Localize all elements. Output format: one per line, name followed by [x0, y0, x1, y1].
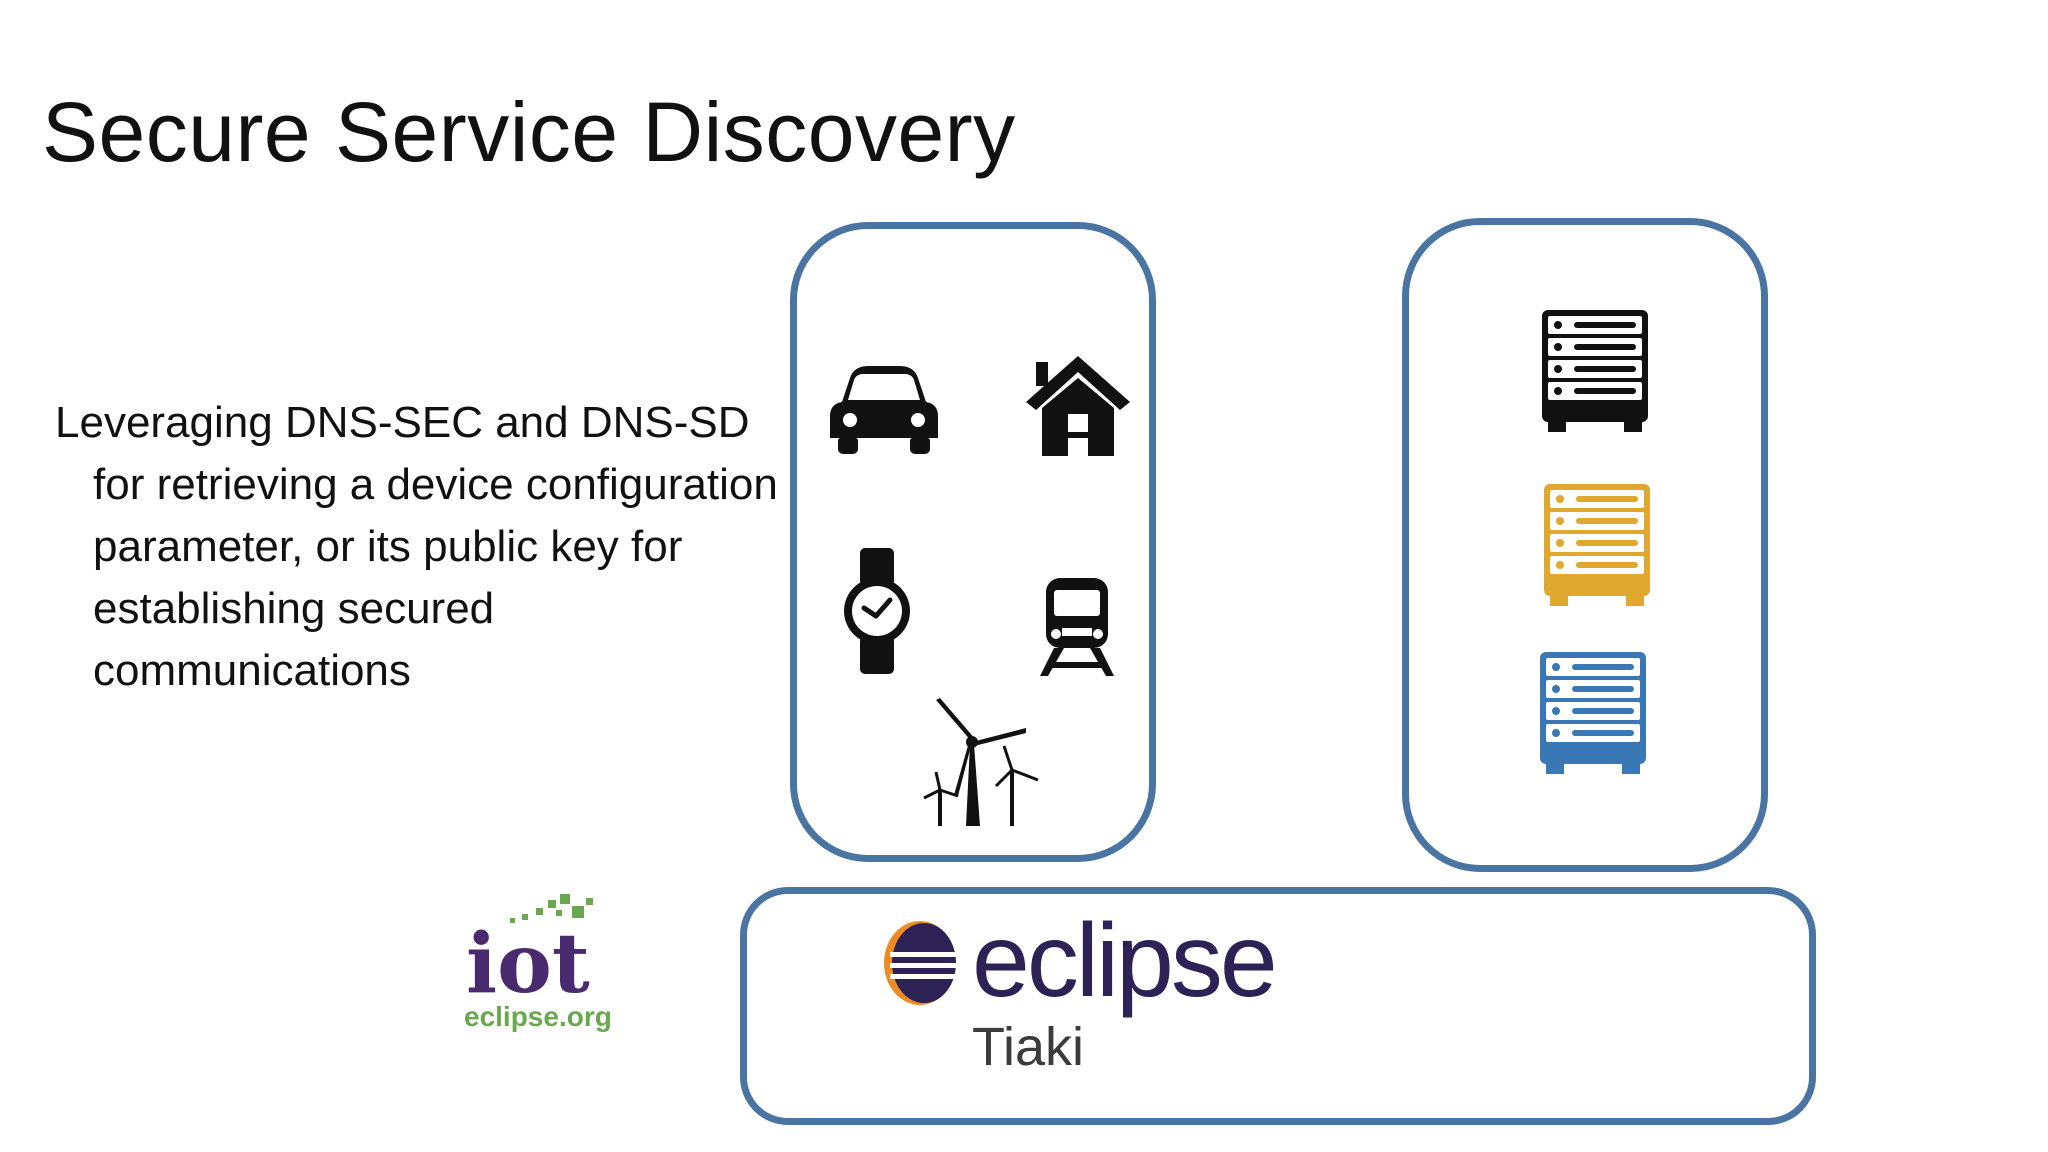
house-icon	[1026, 356, 1130, 456]
train-icon	[1040, 578, 1114, 676]
watch-icon	[844, 548, 910, 674]
iot-logo-text: iot	[466, 916, 590, 1012]
wind-turbine-icon	[923, 698, 1039, 826]
car-icon	[830, 366, 938, 454]
server-blue-icon	[1540, 652, 1646, 774]
server-yellow-icon	[1544, 484, 1650, 606]
slide-title: Secure Service Discovery	[42, 85, 1016, 179]
bullet-text: Leveraging DNS-SEC and DNS-SD for retrie…	[55, 398, 778, 695]
server-black-icon	[1542, 310, 1648, 432]
eclipse-logo-icon	[884, 921, 956, 1005]
eclipse-logo-text: eclipse	[972, 903, 1278, 1019]
platform-name: Tiaki	[972, 1017, 1085, 1077]
iot-logo-domain: eclipse.org	[464, 1001, 612, 1032]
iot-eclipse-logo: iot eclipse.org	[464, 894, 612, 1032]
